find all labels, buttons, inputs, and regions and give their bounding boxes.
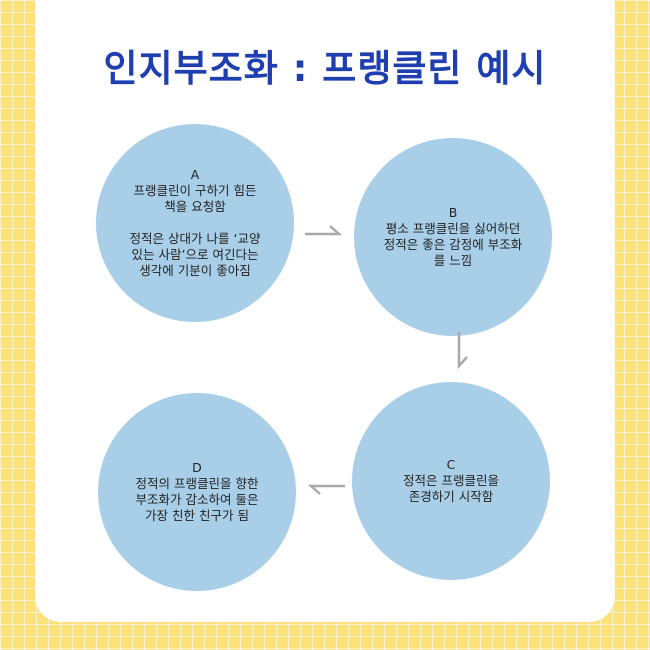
- step-line: 정적의 프랭클린을 향한: [135, 476, 259, 491]
- step-line: 를 느낌: [433, 253, 473, 268]
- step-line: 책을 요청함: [164, 199, 226, 214]
- step-line: 평소 프랭클린을 싫어하던: [385, 221, 521, 236]
- step-line: 존경하기 시작함: [408, 489, 494, 504]
- step-line: 정적은 상대가 나를 ‘교양: [129, 231, 261, 246]
- step-line: 가장 친한 친구가 됨: [145, 508, 249, 523]
- step-letter: C: [446, 457, 456, 472]
- left-arrow-icon: [307, 484, 345, 495]
- step-line: 생각에 기분이 좋아짐: [139, 263, 251, 278]
- right-arrow-icon: [305, 225, 343, 236]
- page-title: 인지부조화 : 프랭클린 예시: [103, 47, 547, 90]
- step-line: 정적은 프랭클린을: [403, 473, 499, 488]
- step-line: 정적은 좋은 감정에 부조화: [383, 237, 523, 252]
- line-gap: [110, 215, 280, 231]
- step-letter: D: [192, 460, 202, 475]
- step-line: 부조화가 감소하여 둘은: [135, 492, 259, 507]
- down-arrow-icon: [457, 332, 468, 370]
- step-line: 있는 사람’으로 여긴다는: [131, 247, 259, 262]
- step-line: 프랭클린이 구하기 힘든: [133, 183, 257, 198]
- step-letter: B: [448, 205, 458, 220]
- step-letter: A: [190, 167, 200, 182]
